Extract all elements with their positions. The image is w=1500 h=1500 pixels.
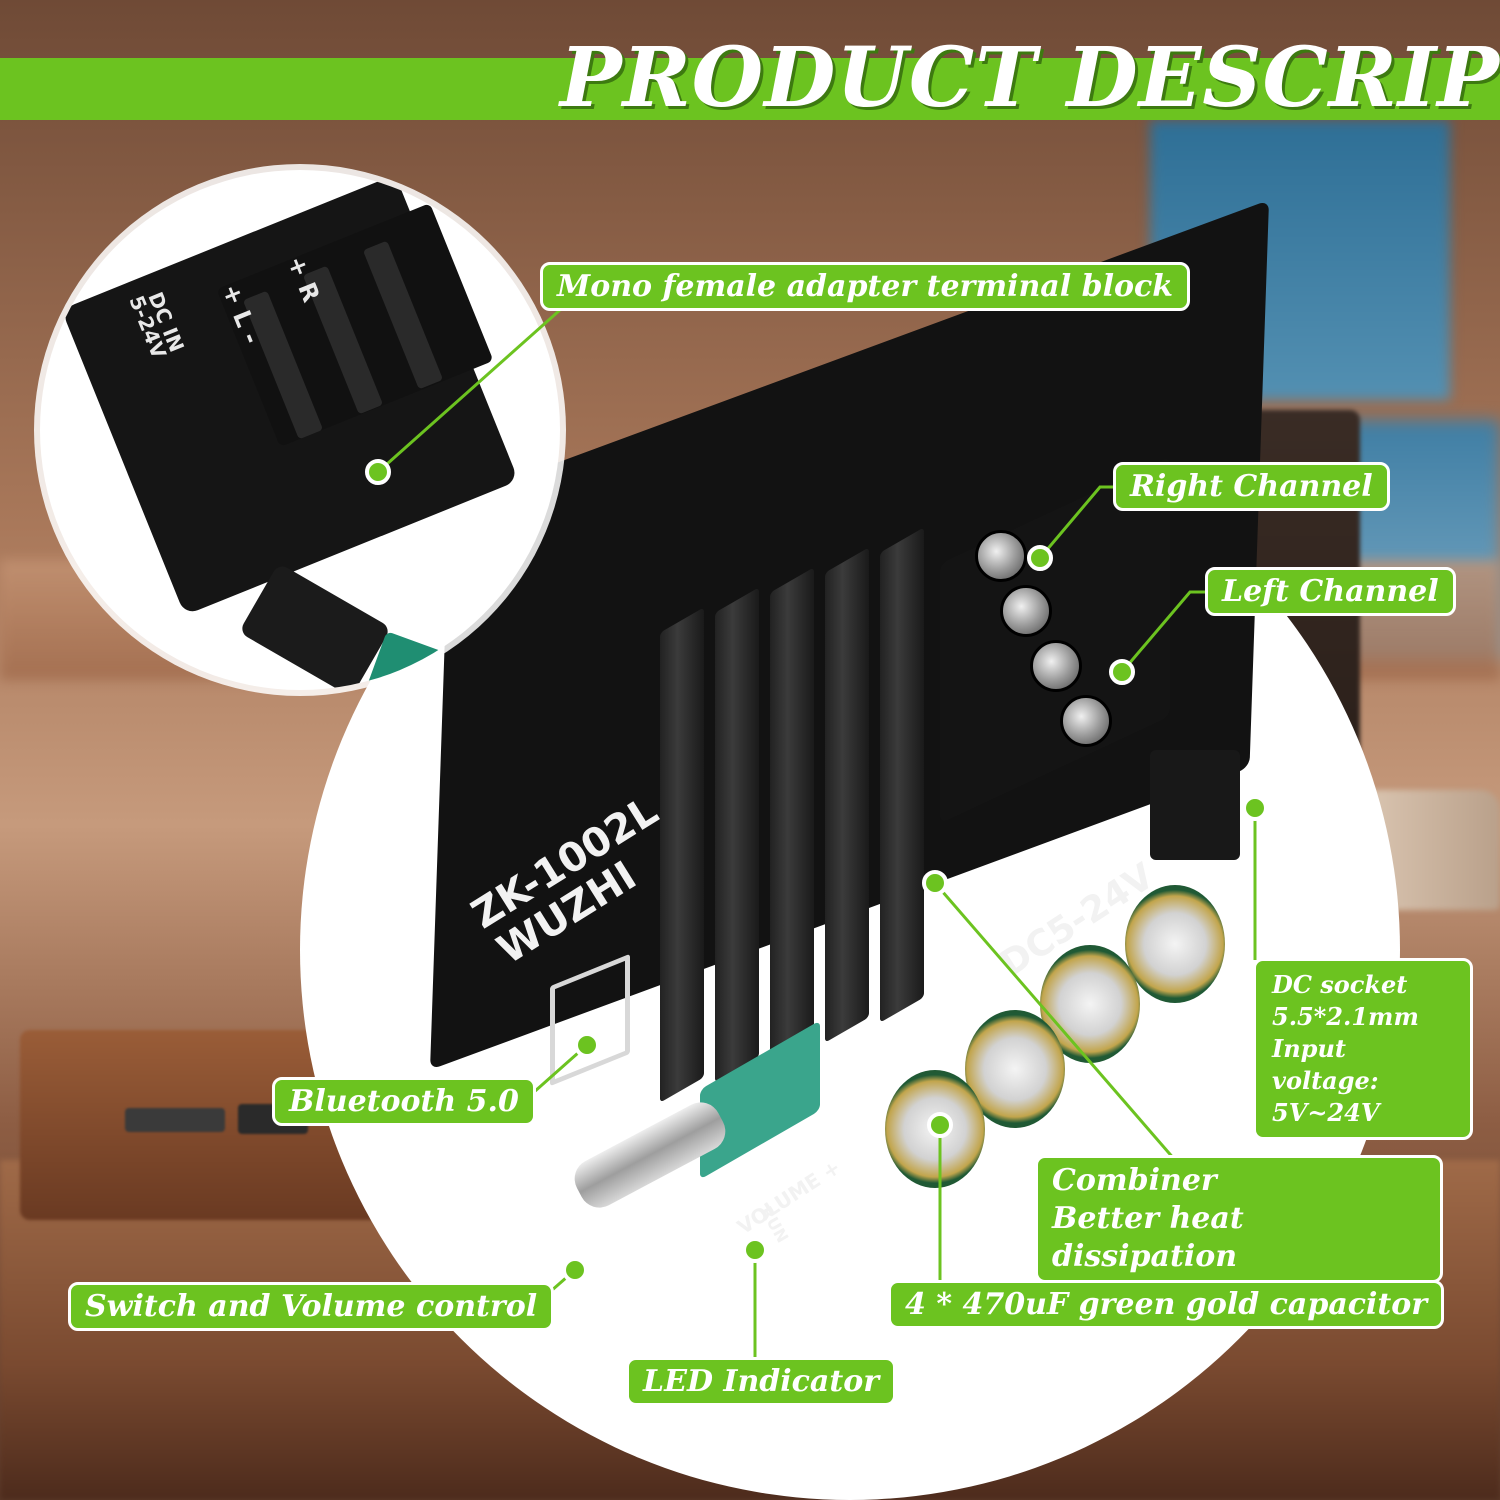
header-banner — [0, 58, 1500, 120]
callout-switch-volume: Switch and Volume control — [68, 1282, 555, 1331]
callout-bluetooth: Bluetooth 5.0 — [272, 1077, 536, 1126]
dc-socket — [1150, 750, 1240, 860]
page-title: PRODUCT DESCRIPTION — [560, 30, 1500, 126]
callout-terminal-block: Mono female adapter terminal block — [540, 262, 1191, 311]
capacitor — [885, 1070, 985, 1188]
heatsink-fin — [880, 527, 924, 1023]
heatsink-fin — [660, 607, 704, 1103]
callout-led: LED Indicator — [626, 1357, 897, 1406]
heatsink-fin — [715, 587, 759, 1083]
terminal-screw — [975, 530, 1027, 582]
terminal-screw — [1060, 695, 1112, 747]
heatsink-fin — [825, 547, 869, 1043]
dc-socket-line-3: Input voltage: — [1272, 1034, 1379, 1095]
board-volume-marking: VOLUME + — [732, 1154, 845, 1240]
callout-left-channel: Left Channel — [1205, 567, 1456, 616]
callout-combiner: Combiner Better heat dissipation — [1035, 1155, 1443, 1283]
amplifier-board: ZK-1002L WUZHI DC5-24V VOLUME + RUN — [430, 199, 1270, 1246]
combiner-line-2: Better heat dissipation — [1052, 1201, 1244, 1274]
terminal-zoom-inset: DC IN 5-24V + L - + R — [40, 170, 560, 690]
callout-capacitor: 4 * 470uF green gold capacitor — [888, 1280, 1445, 1329]
callout-right-channel: Right Channel — [1113, 462, 1390, 511]
heatsink-fin — [770, 567, 814, 1063]
terminal-screw — [1030, 640, 1082, 692]
dc-socket-line-4: 5V~24V — [1272, 1098, 1380, 1127]
dc-socket-line-1: DC socket — [1272, 970, 1408, 999]
dc-socket-line-2: 5.5*2.1mm — [1272, 1002, 1419, 1031]
terminal-screw — [1000, 585, 1052, 637]
callout-dc-socket: DC socket 5.5*2.1mm Input voltage: 5V~24… — [1253, 958, 1473, 1140]
combiner-line-1: Combiner — [1052, 1163, 1217, 1198]
background-port — [125, 1108, 225, 1132]
